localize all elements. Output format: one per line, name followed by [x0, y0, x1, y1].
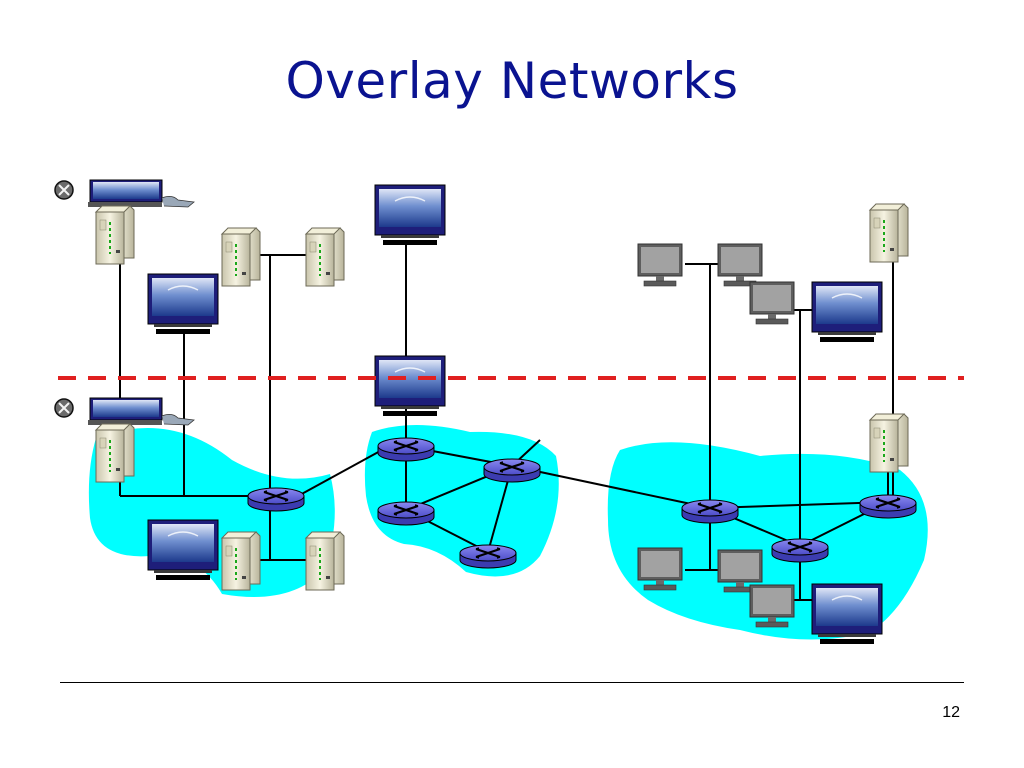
workstation-icon [637, 243, 683, 287]
monitor-icon [374, 355, 446, 417]
link [297, 449, 383, 497]
router-icon [770, 537, 830, 564]
server-tower-icon [95, 423, 135, 483]
monitor-icon [811, 281, 883, 343]
router-icon [376, 436, 436, 463]
router-icon [458, 543, 518, 570]
monitor-icon [147, 273, 219, 335]
router-icon [376, 500, 436, 527]
router-icon [482, 457, 542, 484]
router-icon [680, 498, 740, 525]
page-number: 12 [942, 704, 960, 721]
monitor-icon [147, 519, 219, 581]
server-tower-icon [305, 227, 345, 287]
workstation-icon [749, 281, 795, 325]
page-title: Overlay Networks [285, 52, 739, 110]
server-tower-icon [869, 203, 909, 263]
monitor-icon [811, 583, 883, 645]
laptop-icon [54, 179, 195, 208]
workstation-icon [717, 243, 763, 287]
router-icon [246, 486, 306, 513]
monitor-icon [374, 184, 446, 246]
server-tower-icon [869, 413, 909, 473]
router-icon [858, 493, 918, 520]
server-tower-icon [305, 531, 345, 591]
server-tower-icon [221, 227, 261, 287]
footer-divider [60, 682, 964, 683]
server-tower-icon [221, 531, 261, 591]
server-tower-icon [95, 205, 135, 265]
laptop-icon [54, 397, 195, 426]
link [511, 465, 711, 509]
